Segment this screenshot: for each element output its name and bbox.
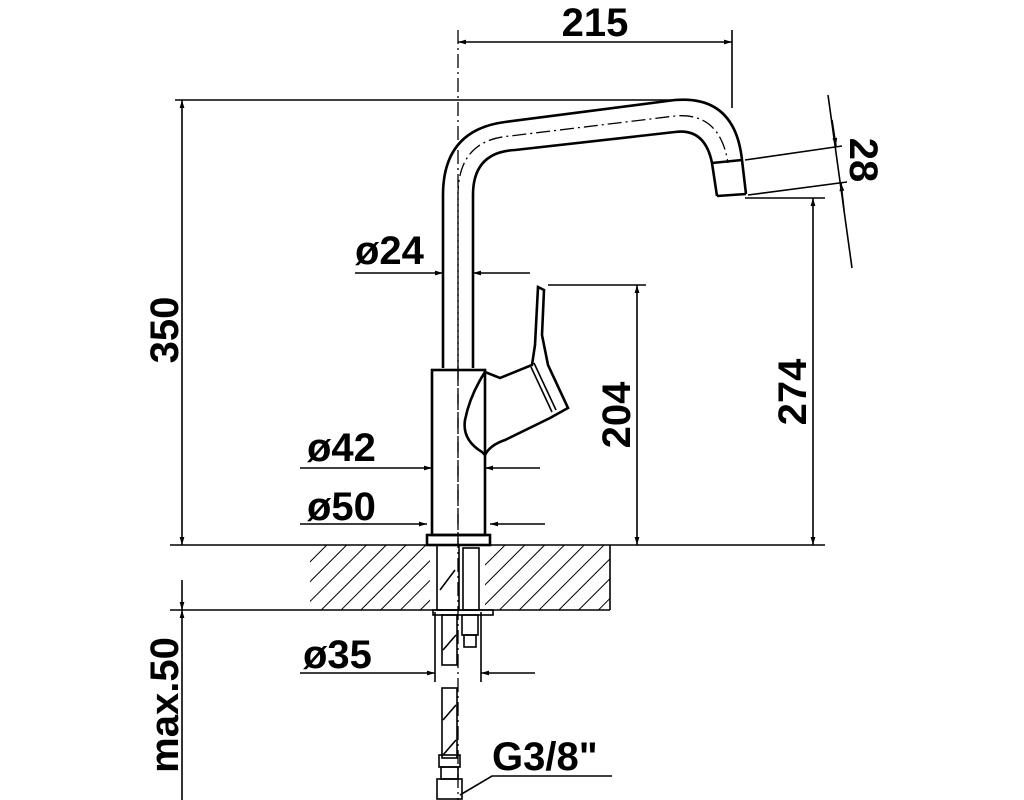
- dim-label-o50: ø50: [307, 485, 376, 529]
- spout: [441, 98, 748, 368]
- lever-handle: [463, 284, 570, 458]
- dimension-total-height: 350: [143, 99, 680, 545]
- dim-label-o42: ø42: [307, 426, 376, 470]
- dim-label-g38: G3/8": [492, 735, 598, 779]
- dim-label-max50: max.50: [143, 637, 187, 773]
- dim-label-350: 350: [143, 297, 187, 364]
- dimension-hole-diameter: ø35: [300, 612, 535, 682]
- mounting-fittings: [432, 544, 494, 800]
- dimension-spout-reach: 215: [458, 1, 733, 108]
- dimension-base-diameter: ø50: [300, 485, 545, 529]
- dim-label-28: 28: [841, 138, 885, 183]
- dimension-lever-height: 204: [548, 284, 646, 545]
- dim-label-215: 215: [562, 1, 629, 45]
- dim-label-274: 274: [771, 358, 815, 425]
- countertop: [170, 544, 825, 611]
- dim-label-o35: ø35: [303, 633, 372, 677]
- thread-callout: G3/8": [459, 735, 612, 796]
- dimension-spout-clearance: 274: [745, 197, 825, 545]
- dimension-max-counter-thickness: max.50: [143, 580, 187, 800]
- dimension-body-diameter: ø42: [300, 426, 540, 471]
- dimension-pipe-diameter: ø24: [355, 229, 530, 276]
- dimension-outlet: 28: [744, 94, 885, 269]
- dim-label-204: 204: [595, 381, 639, 448]
- dim-label-o24: ø24: [355, 229, 425, 273]
